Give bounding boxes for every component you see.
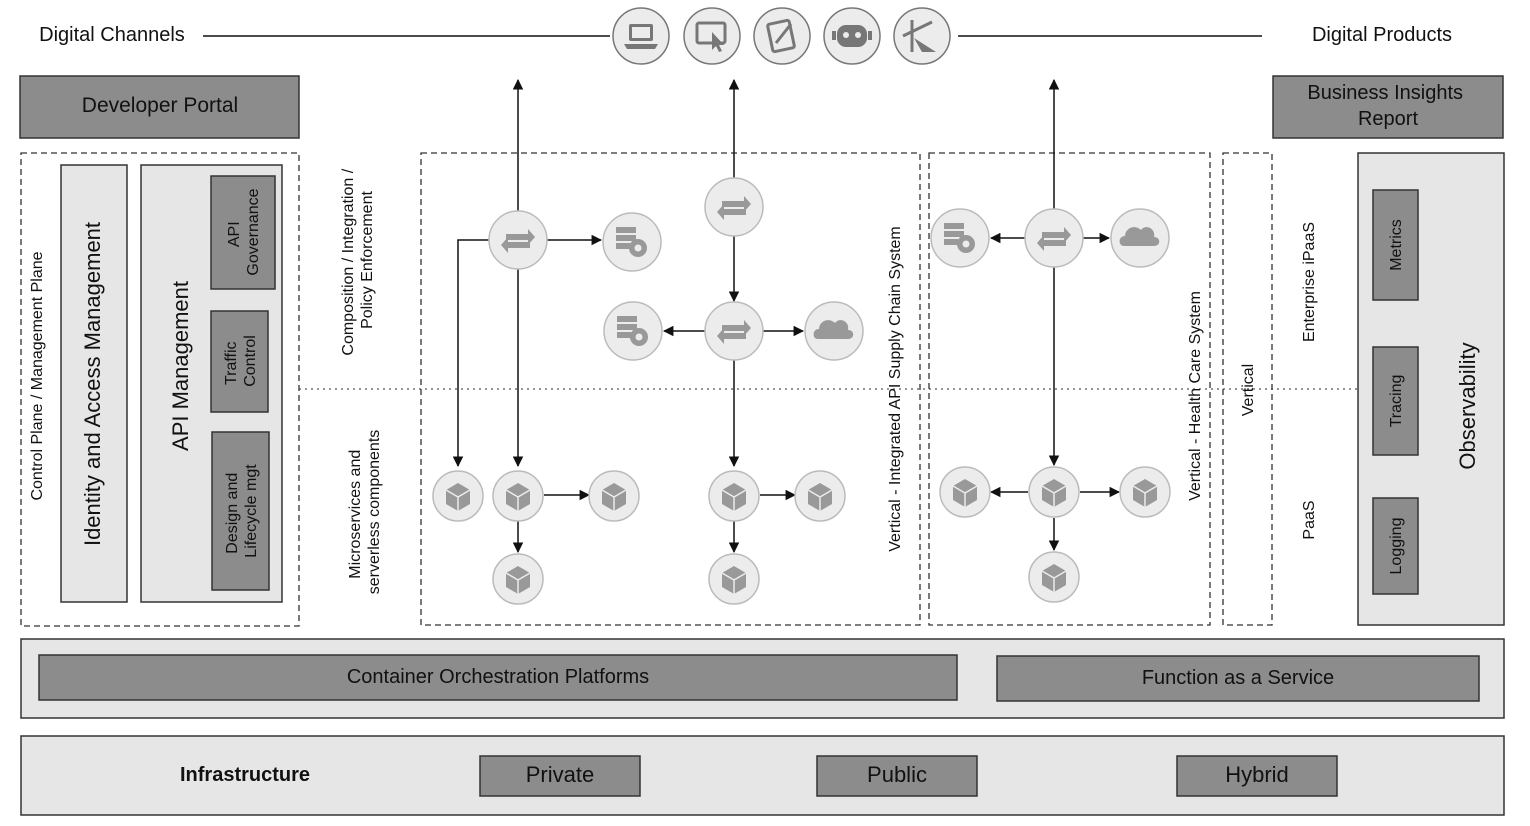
infrastructure-layer: Infrastructure Private Public Hybrid [20, 735, 1505, 816]
integration-node-icon [704, 301, 764, 361]
supply-chain-region: Vertical - Integrated API Supply Chain S… [420, 78, 921, 626]
paas-label: PaaS [1301, 500, 1318, 539]
svg-text:Public: Public [867, 762, 927, 787]
cloud-icon [1110, 208, 1170, 268]
container-orchestration-box: Container Orchestration Platforms [38, 654, 958, 701]
microservice-cube-icon [1119, 466, 1171, 518]
svg-text:Traffic Control: Traffic Control [223, 335, 259, 387]
faas-box: Function as a Service [996, 655, 1480, 702]
microservice-cube-icon [708, 470, 760, 522]
integration-node-icon [488, 210, 548, 270]
supply-chain-label: Vertical - Integrated API Supply Chain S… [887, 226, 904, 552]
microservice-cube-icon [939, 466, 991, 518]
public-box: Public [816, 755, 978, 797]
microservice-cube-icon [492, 470, 544, 522]
metrics-box: Metrics [1372, 189, 1419, 301]
infrastructure-label: Infrastructure [180, 764, 310, 786]
integration-node-icon [704, 177, 764, 237]
svg-text:API Governance: API Governance [226, 188, 262, 275]
svg-text:Container Orchestration Platfo: Container Orchestration Platforms [347, 666, 649, 688]
vertical-label: Vertical [1240, 364, 1257, 416]
svg-text:Tracing: Tracing [1388, 375, 1405, 428]
touch-screen-icon [683, 7, 741, 65]
service-config-icon [602, 212, 662, 272]
iam-box: Identity and Access Management [60, 164, 128, 603]
svg-text:Business Insights Report: Business Insights Report [1307, 82, 1468, 130]
control-plane-region: Control Plane / Management Plane Identit… [20, 152, 300, 627]
design-lifecycle-box: Design and Lifecycle mgt [211, 431, 270, 591]
digital-products-label: Digital Products [1312, 24, 1452, 46]
health-care-label: Vertical - Health Care System [1187, 291, 1204, 501]
tablet-stylus-icon [753, 7, 811, 65]
gesture-icon [893, 7, 951, 65]
svg-text:Design and Lifecycle: Design and Lifecycle mgt [224, 464, 260, 558]
enterprise-ipaas-label: Enterprise iPaaS [1301, 222, 1318, 342]
vertical-region: Vertical [1222, 152, 1273, 626]
svg-text:Identity and Access Management: Identity and Access Management [80, 222, 105, 546]
microservice-cube-icon [794, 470, 846, 522]
svg-text:Function as a Service: Function as a Service [1142, 667, 1334, 689]
api-governance-box: API Governance [210, 175, 276, 290]
microservice-cube-icon [708, 553, 760, 605]
service-config-icon [603, 301, 663, 361]
traffic-control-box: Traffic Control [210, 310, 269, 413]
tracing-box: Tracing [1372, 346, 1419, 456]
private-box: Private [479, 755, 641, 797]
microservice-cube-icon [588, 470, 640, 522]
svg-text:Private: Private [526, 762, 594, 787]
microservices-label: Microservices and serverless components [347, 430, 383, 595]
microservice-cube-icon [492, 553, 544, 605]
platforms-layer: Container Orchestration Platforms Functi… [20, 638, 1505, 719]
digital-channels-label: Digital Channels [39, 24, 185, 46]
microservice-cube-icon [432, 470, 484, 522]
logging-box: Logging [1372, 497, 1419, 595]
svg-text:Logging: Logging [1388, 518, 1405, 575]
observability-label: Observability [1455, 342, 1480, 469]
health-care-region: Vertical - Health Care System [928, 78, 1211, 626]
api-management-box: API Management API Governance Traffic Co… [140, 164, 283, 603]
microservice-cube-icon [1028, 551, 1080, 603]
svg-text:Developer Portal: Developer Portal [82, 94, 238, 117]
svg-text:API Management: API Management [168, 281, 193, 451]
service-config-icon [930, 208, 990, 268]
chatbot-icon [823, 7, 881, 65]
svg-text:Hybrid: Hybrid [1225, 762, 1289, 787]
integration-node-icon [1024, 208, 1084, 268]
cloud-icon [804, 301, 864, 361]
svg-text:Metrics: Metrics [1388, 219, 1405, 271]
microservice-cube-icon [1028, 466, 1080, 518]
laptop-icon [612, 7, 670, 65]
developer-portal: Developer Portal [19, 75, 300, 139]
header: Digital Channels Digital Products [39, 7, 1452, 65]
business-insights-report: Business Insights Report [1272, 75, 1504, 139]
control-plane-label: Control Plane / Management Plane [29, 251, 46, 500]
composition-label: Composition / Integration / Policy Enfor… [340, 164, 376, 355]
observability-panel: Observability Metrics Tracing Logging [1357, 152, 1505, 626]
hybrid-box: Hybrid [1176, 755, 1338, 797]
